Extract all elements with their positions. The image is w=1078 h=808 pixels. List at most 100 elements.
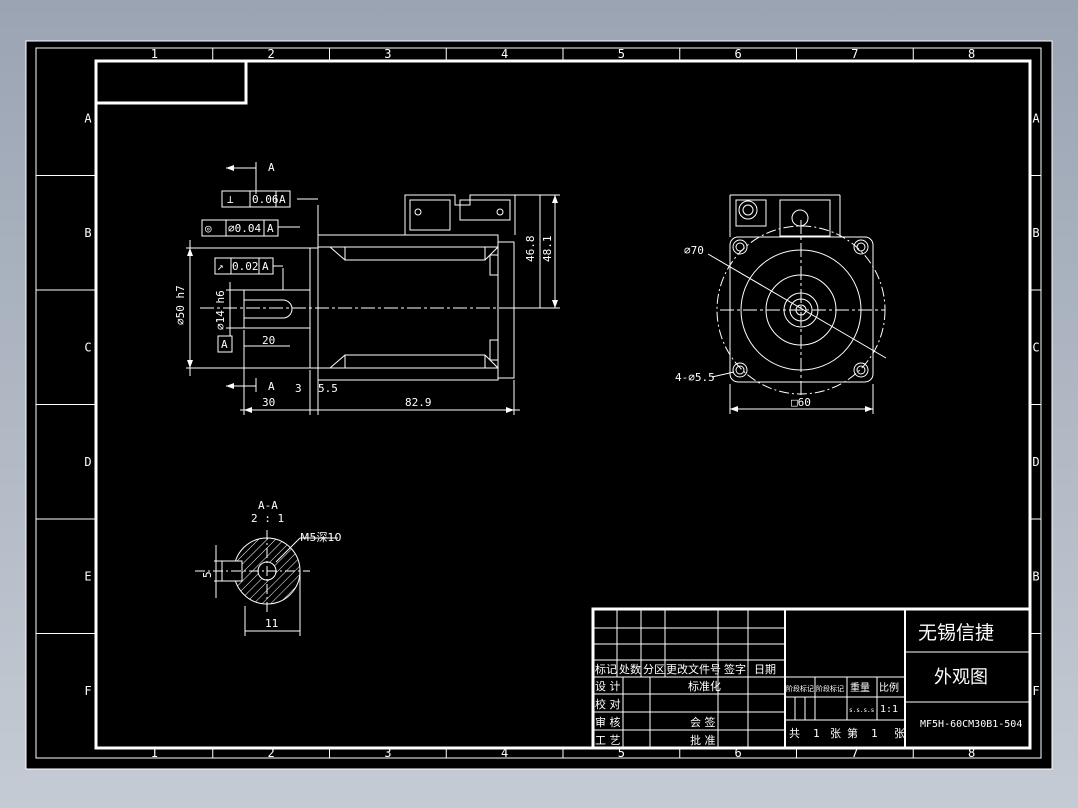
tol-conc-symbol: ◎ xyxy=(205,222,212,235)
header-date: 日期 xyxy=(754,663,776,676)
zone-row-right-F-5: F xyxy=(1032,684,1039,698)
zone-col-top-1: 1 xyxy=(151,47,158,61)
zone-col-top-8: 8 xyxy=(968,47,975,61)
header-count: 处数 xyxy=(619,663,641,676)
row-check: 校 对 xyxy=(595,697,621,711)
dim-section-width: 11 xyxy=(265,617,278,630)
scale-value: 1:1 xyxy=(880,704,898,715)
title-block xyxy=(591,607,1032,750)
sheet-no: 1 xyxy=(871,727,878,740)
zone-ticks xyxy=(36,48,1041,758)
label-standardization: 标准化 xyxy=(688,679,721,693)
zone-col-top-6: 6 xyxy=(735,47,742,61)
header-zone: 分区 xyxy=(643,663,665,676)
tol-perp-symbol: ⊥ xyxy=(227,193,234,206)
company-name: 无锡信捷 xyxy=(918,622,994,644)
section-marker-top: A xyxy=(268,161,275,174)
label-approve: 批 准 xyxy=(690,733,716,747)
zone-border xyxy=(35,47,1042,759)
zone-col-bottom-7: 7 xyxy=(851,746,858,760)
zone-col-top-2: 2 xyxy=(268,47,275,61)
zone-col-bottom-2: 2 xyxy=(268,746,275,760)
tol-run-datum: A xyxy=(262,260,269,273)
zone-col-bottom-8: 8 xyxy=(968,746,975,760)
zone-col-bottom-3: 3 xyxy=(384,746,391,760)
dim-body-len: 82.9 xyxy=(405,396,432,409)
zone-col-bottom-1: 1 xyxy=(151,746,158,760)
zone-row-left-B-1: B xyxy=(84,226,91,240)
row-review: 审 核 xyxy=(595,715,621,729)
dim-flange-dia: ∅50 h7 xyxy=(174,285,187,325)
zone-row-right-C-2: C xyxy=(1032,340,1039,354)
zone-row-left-D-3: D xyxy=(84,455,91,469)
zone-col-bottom-6: 6 xyxy=(735,746,742,760)
tol-perp-value: 0.06 xyxy=(252,193,279,206)
section-view xyxy=(195,530,338,636)
section-view-text: A-A 2 : 1 M5深10 5 11 xyxy=(201,499,342,630)
sheet-total: 1 xyxy=(813,727,820,740)
stage-mark-2: 阶段标记 xyxy=(816,684,844,693)
sheet-unit: 张 xyxy=(830,727,841,740)
sheet-no-prefix: 第 xyxy=(847,726,858,740)
zone-col-top-3: 3 xyxy=(384,47,391,61)
zone-row-right-B-4: B xyxy=(1032,569,1039,583)
zone-row-right-A-0: A xyxy=(1032,111,1040,125)
header-change-doc: 更改文件号 xyxy=(666,662,721,676)
zone-col-bottom-4: 4 xyxy=(501,746,508,760)
row-design: 设 计 xyxy=(595,680,621,693)
dim-shaft-dia: ∅14 h6 xyxy=(214,290,227,330)
dim-holes: 4-∅5.5 xyxy=(675,371,715,384)
dim-h1: 46.8 xyxy=(524,236,537,263)
zone-col-top-7: 7 xyxy=(851,47,858,61)
weight-label: 重量 xyxy=(850,681,870,694)
zone-row-left-F-5: F xyxy=(84,684,91,698)
zone-row-right-D-3: D xyxy=(1032,455,1039,469)
zone-col-top-4: 4 xyxy=(501,47,508,61)
section-title: A-A xyxy=(258,499,278,512)
tol-perp-datum: A xyxy=(279,193,286,206)
section-marker-bottom: A xyxy=(268,380,275,393)
small-dots: s.s.s.s xyxy=(849,707,875,714)
dim-flange-thk: 3 xyxy=(295,382,302,395)
tol-conc-value: ∅0.04 xyxy=(228,222,261,235)
sheet-total-prefix: 共 xyxy=(789,727,800,740)
dim-key-width: 5 xyxy=(201,571,214,578)
tol-run-symbol: ↗ xyxy=(217,260,224,273)
part-number: MF5H-60CM30B1-504 xyxy=(920,719,1022,730)
zone-row-right-B-1: B xyxy=(1032,226,1039,240)
side-view-arrows xyxy=(187,165,558,413)
zone-row-left-C-2: C xyxy=(84,340,91,354)
zone-row-left-A-0: A xyxy=(84,111,92,125)
zone-row-left-E-4: E xyxy=(84,569,91,583)
datum-label: A xyxy=(221,338,228,351)
stage-mark-1: 阶段标记 xyxy=(786,684,814,693)
drawing-area xyxy=(25,40,1053,770)
thread-note: M5深10 xyxy=(300,531,342,544)
dim-step: 5.5 xyxy=(318,382,338,395)
dim-h2: 48.1 xyxy=(541,236,554,263)
dim-key-len: 20 xyxy=(262,334,275,347)
dim-bolt-circle: ∅70 xyxy=(684,244,704,257)
scale-label: 比例 xyxy=(879,681,899,694)
zone-col-top-5: 5 xyxy=(618,47,625,61)
tol-conc-datum: A xyxy=(267,222,274,235)
sheet-no-unit: 张 xyxy=(894,727,905,740)
header-sign: 签字 xyxy=(724,662,746,676)
front-view-text: ∅70 4-∅5.5 □60 xyxy=(675,244,811,409)
dim-square: □60 xyxy=(791,396,811,409)
front-view xyxy=(707,194,887,414)
drawing-title: 外观图 xyxy=(934,667,988,688)
reverse-title-box xyxy=(94,59,248,105)
side-view xyxy=(186,162,560,415)
front-view-arrows xyxy=(730,406,873,412)
row-process: 工 艺 xyxy=(595,734,621,747)
title-block-text: 无锡信捷 外观图 MF5H-60CM30B1-504 标记 处数 分区 更改文件… xyxy=(595,622,1022,747)
side-view-text: A A ⊥ 0.06 A ◎ ∅0.04 A ↗ 0.02 A A 20 30 … xyxy=(174,161,554,409)
header-mark: 标记 xyxy=(595,662,617,676)
zone-col-bottom-5: 5 xyxy=(618,746,625,760)
dim-shaft-len: 30 xyxy=(262,396,275,409)
section-scale: 2 : 1 xyxy=(251,512,284,525)
label-countersign: 会 签 xyxy=(690,715,716,729)
